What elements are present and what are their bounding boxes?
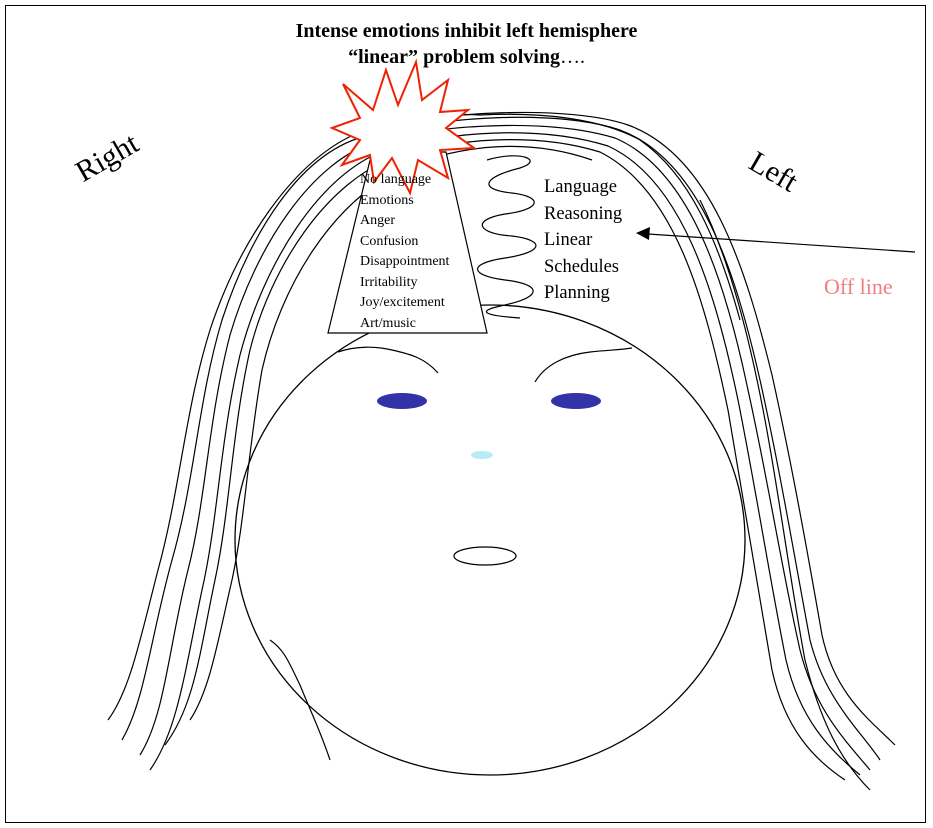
title-line-1: Intense emotions inhibit left hemisphere — [0, 20, 933, 43]
mouth — [454, 547, 516, 565]
off-line-arrow — [648, 234, 915, 252]
list-item: Confusion — [360, 232, 449, 253]
list-item: Reasoning — [544, 201, 622, 228]
title-ellipsis: …. — [560, 46, 585, 68]
list-item: Joy/excitement — [360, 293, 449, 314]
left-hemisphere-list: Language Reasoning Linear Schedules Plan… — [544, 174, 622, 307]
right-eye — [377, 393, 427, 409]
left-eyebrow — [535, 348, 632, 382]
title-quoted-word: “linear” — [348, 46, 418, 68]
list-item: Art/music — [360, 314, 449, 335]
brain-squiggle — [478, 156, 536, 318]
nose — [471, 451, 493, 459]
list-item: Anger — [360, 211, 449, 232]
arrowhead-icon — [636, 227, 650, 240]
title-line-2: “linear” problem solving…. — [0, 46, 933, 69]
right-eyebrow — [338, 347, 438, 373]
list-item: Emotions — [360, 191, 449, 212]
list-item: Linear — [544, 227, 622, 254]
face-outline — [235, 305, 745, 775]
title-line-2-rest: problem solving — [418, 46, 560, 68]
list-item: Irritability — [360, 273, 449, 294]
list-item: Planning — [544, 280, 622, 307]
list-item: Disappointment — [360, 252, 449, 273]
left-eye — [551, 393, 601, 409]
right-hemisphere-list: No language Emotions Anger Confusion Dis… — [360, 170, 449, 334]
list-item: Language — [544, 174, 622, 201]
off-line-label: Off line — [824, 274, 893, 300]
list-item: Schedules — [544, 254, 622, 281]
list-item: No language — [360, 170, 449, 191]
